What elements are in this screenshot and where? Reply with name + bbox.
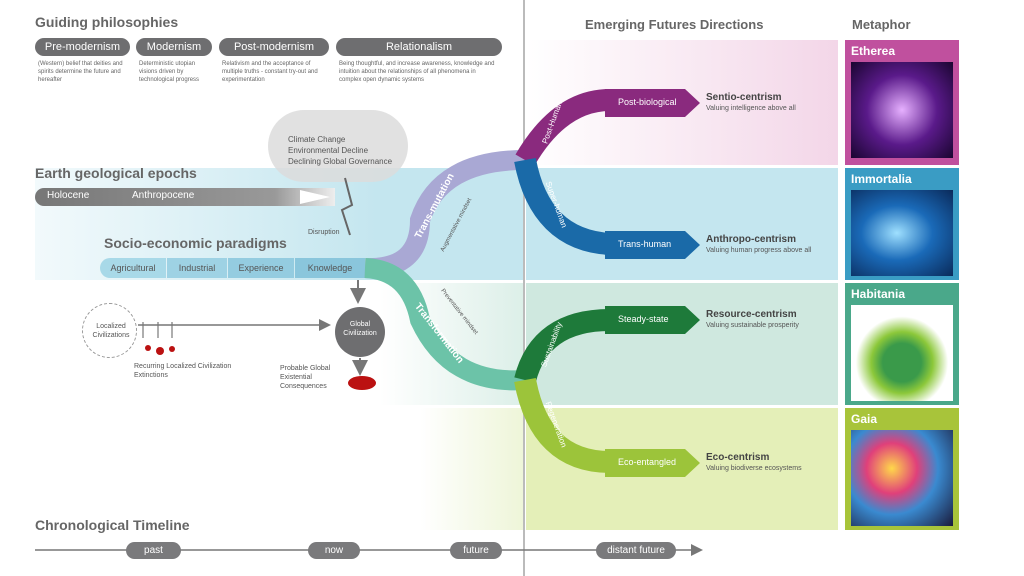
band-left-yellow [420, 408, 525, 530]
cloud-line: Environmental Decline [288, 146, 369, 155]
cloud-text: Climate Change Environmental Decline Dec… [288, 134, 392, 167]
localized-civilizations-label: Localized Civilizations [92, 323, 130, 339]
timeline-now: now [308, 542, 360, 559]
timeline-distant-future: distant future [596, 542, 676, 559]
present-divider [523, 0, 525, 576]
human-body-image [851, 190, 953, 276]
transformation-arc [364, 258, 526, 391]
steady-state-arrow [605, 306, 700, 334]
desc-post-modernism: Relativism and the acceptance of multipl… [222, 61, 318, 83]
desc-pre-modernism: (Western) belief that deities and spirit… [38, 61, 123, 83]
cloud-line: Declining Global Governance [288, 157, 393, 166]
disruption-label: Disruption [308, 229, 340, 236]
arrow-label-post-biological: Post-biological [618, 97, 677, 107]
localized-civilizations-circle [82, 303, 137, 358]
pill-relationalism: Relationalism [336, 38, 502, 56]
metaphor-label: Habitania [851, 287, 906, 301]
metaphor-label: Etherea [851, 44, 896, 58]
future-sub-sentio: Valuing intelligence above all [706, 105, 796, 112]
metaphor-habitania: Habitania [845, 283, 959, 405]
post-biological-arrow [605, 89, 700, 117]
eco-entangled-arrow [605, 449, 700, 477]
global-civilization-label: Global Civilization [343, 321, 377, 337]
paradigm-experience: Experience [228, 258, 294, 278]
blood-splatter-icon [145, 345, 376, 390]
future-sub-anthropo: Valuing human progress above all [706, 247, 812, 254]
trans-human-arrow [605, 231, 700, 259]
transmutation-arc [364, 150, 526, 279]
pill-modernism: Modernism [136, 38, 212, 56]
epoch-anthropocene: Anthropocene [132, 190, 195, 201]
band-sustainability [526, 283, 838, 405]
extinction-arrows [142, 322, 173, 338]
epoch-arrow-head [300, 190, 330, 204]
lightning-icon [340, 177, 354, 236]
future-sub-eco: Valuing biodiverse ecosystems [706, 465, 802, 472]
timeline-future: future [450, 542, 502, 559]
desc-modernism: Deterministic utopian visions driven by … [139, 61, 200, 83]
metaphor-gaia: Gaia [845, 408, 959, 530]
neural-image [851, 62, 953, 158]
arrow-label-steady-state: Steady-state [618, 314, 669, 324]
post-human-branch [515, 89, 611, 166]
paradigm-knowledge: Knowledge [295, 258, 365, 278]
sustainability-branch [514, 309, 611, 384]
probable-consequences-label: Probable Global Existential Consequences [280, 365, 331, 390]
future-title-eco: Eco-centrism [706, 452, 770, 463]
metaphor-etherea: Etherea [845, 40, 959, 165]
green-city-image [851, 305, 953, 401]
guiding-title: Guiding philosophies [35, 14, 179, 30]
global-civilization-circle [335, 307, 385, 357]
biodiversity-image [851, 430, 953, 526]
timeline-past: past [126, 542, 181, 559]
metaphor-title: Metaphor [852, 17, 911, 32]
desc-relationalism: Being thoughtful, and increase awareness… [339, 61, 495, 83]
paradigm-agricultural: Agricultural [100, 258, 166, 278]
arrow-label-trans-human: Trans-human [618, 239, 672, 249]
metaphor-label: Immortalia [851, 172, 912, 186]
metaphor-immortalia: Immortalia [845, 168, 959, 280]
epoch-holocene: Holocene [47, 190, 90, 201]
cloud-line: Climate Change [288, 135, 346, 144]
metaphor-label: Gaia [851, 412, 878, 426]
paradigm-industrial: Industrial [167, 258, 227, 278]
pill-pre-modernism: Pre-modernism [35, 38, 130, 56]
super-human-branch [514, 157, 612, 255]
future-title-sentio: Sentio-centrism [706, 92, 782, 103]
recurring-extinctions-label: Recurring Localized Civilization Extinct… [134, 363, 232, 379]
pill-post-modernism: Post-modernism [219, 38, 329, 56]
future-title-resource: Resource-centrism [706, 309, 797, 320]
epochs-title: Earth geological epochs [35, 165, 197, 181]
regeneration-branch [514, 377, 611, 473]
socio-title: Socio-economic paradigms [104, 235, 287, 251]
timeline-title: Chronological Timeline [35, 517, 190, 533]
cloud-shape [268, 110, 408, 182]
future-sub-resource: Valuing sustainable prosperity [706, 322, 799, 329]
future-title-anthropo: Anthropo-centrism [706, 234, 796, 245]
futures-title: Emerging Futures Directions [585, 17, 764, 32]
epochs-bar [35, 188, 335, 206]
band-super-human [526, 168, 838, 280]
arrow-label-eco-entangled: Eco-entangled [618, 457, 677, 467]
